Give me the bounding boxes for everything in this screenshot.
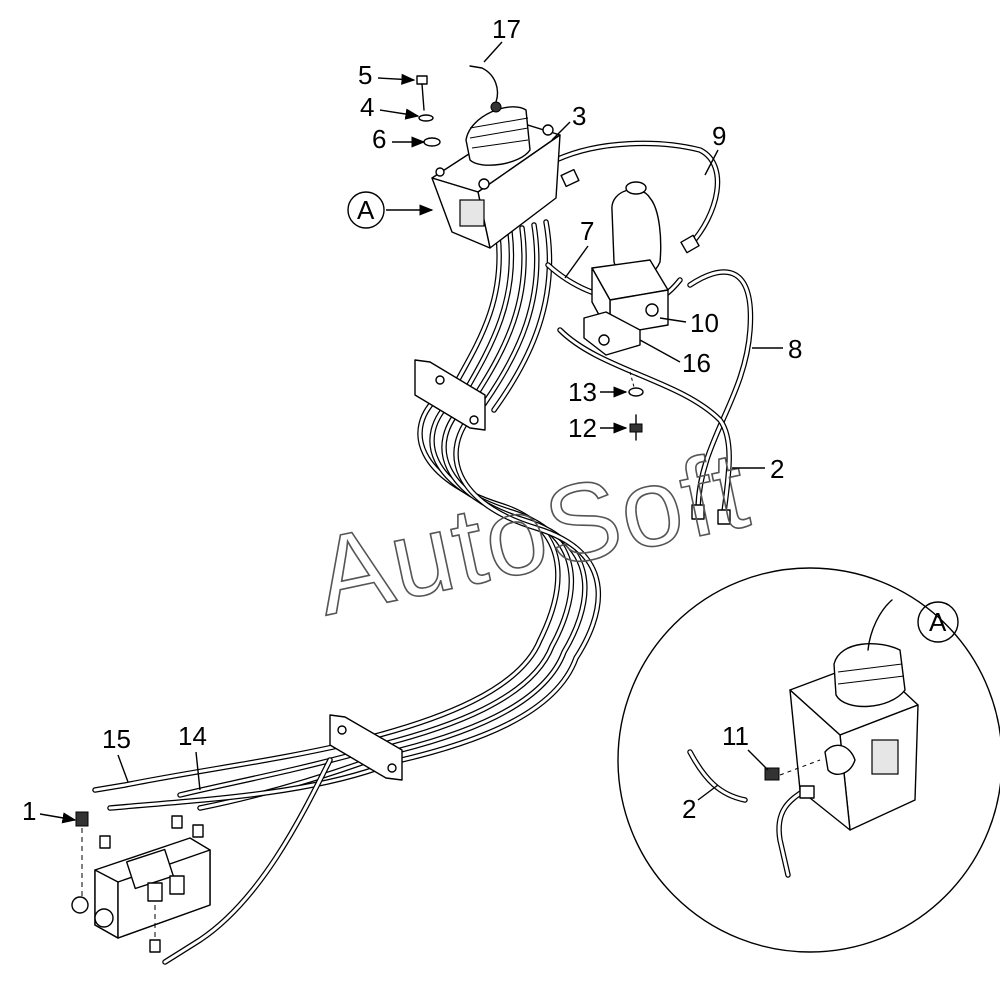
callout-5: 5 <box>358 60 416 90</box>
callout-2-main: 2 <box>732 454 784 484</box>
svg-text:17: 17 <box>492 14 521 44</box>
hose-bundle <box>92 219 602 965</box>
svg-text:16: 16 <box>682 348 711 378</box>
svg-text:4: 4 <box>360 92 374 122</box>
svg-text:14: 14 <box>178 721 207 751</box>
callout-1: 1 <box>22 796 77 826</box>
callout-6: 6 <box>372 124 426 154</box>
svg-text:10: 10 <box>690 308 719 338</box>
detail-a-label: A <box>929 607 947 637</box>
view-marker-a-main: A <box>347 191 434 229</box>
svg-text:3: 3 <box>572 101 586 131</box>
svg-text:15: 15 <box>102 724 131 754</box>
svg-text:8: 8 <box>788 334 802 364</box>
callout-17: 17 <box>483 14 521 63</box>
svg-text:13: 13 <box>568 377 597 407</box>
joystick-assembly <box>416 65 561 249</box>
svg-text:2: 2 <box>682 794 696 824</box>
callout-15: 15 <box>102 724 131 783</box>
marker-a-label: A <box>357 195 375 225</box>
callout-3: 3 <box>551 101 586 141</box>
accumulator-assembly <box>583 181 669 441</box>
svg-text:11: 11 <box>722 721 749 751</box>
callout-11: 11 <box>722 721 769 771</box>
svg-text:9: 9 <box>712 121 726 151</box>
callout-9: 9 <box>704 121 726 176</box>
svg-text:1: 1 <box>22 796 36 826</box>
callout-7: 7 <box>564 216 594 279</box>
svg-text:5: 5 <box>358 60 372 90</box>
callout-16: 16 <box>639 339 711 378</box>
svg-text:7: 7 <box>580 216 594 246</box>
callout-13: 13 <box>568 377 628 407</box>
hose-brackets <box>329 359 486 781</box>
callout-4: 4 <box>360 92 420 122</box>
svg-text:12: 12 <box>568 413 597 443</box>
callout-12: 12 <box>568 413 628 443</box>
callout-8: 8 <box>752 334 802 364</box>
callout-14: 14 <box>178 721 207 791</box>
view-marker-a-detail: A <box>917 601 959 643</box>
callout-10: 10 <box>659 308 719 338</box>
detail-view-a <box>617 567 1000 953</box>
svg-text:6: 6 <box>372 124 386 154</box>
callout-2-detail: 2 <box>682 784 719 824</box>
watermark: AutoSoft <box>305 427 759 638</box>
svg-text:2: 2 <box>770 454 784 484</box>
control-valve <box>71 811 211 953</box>
